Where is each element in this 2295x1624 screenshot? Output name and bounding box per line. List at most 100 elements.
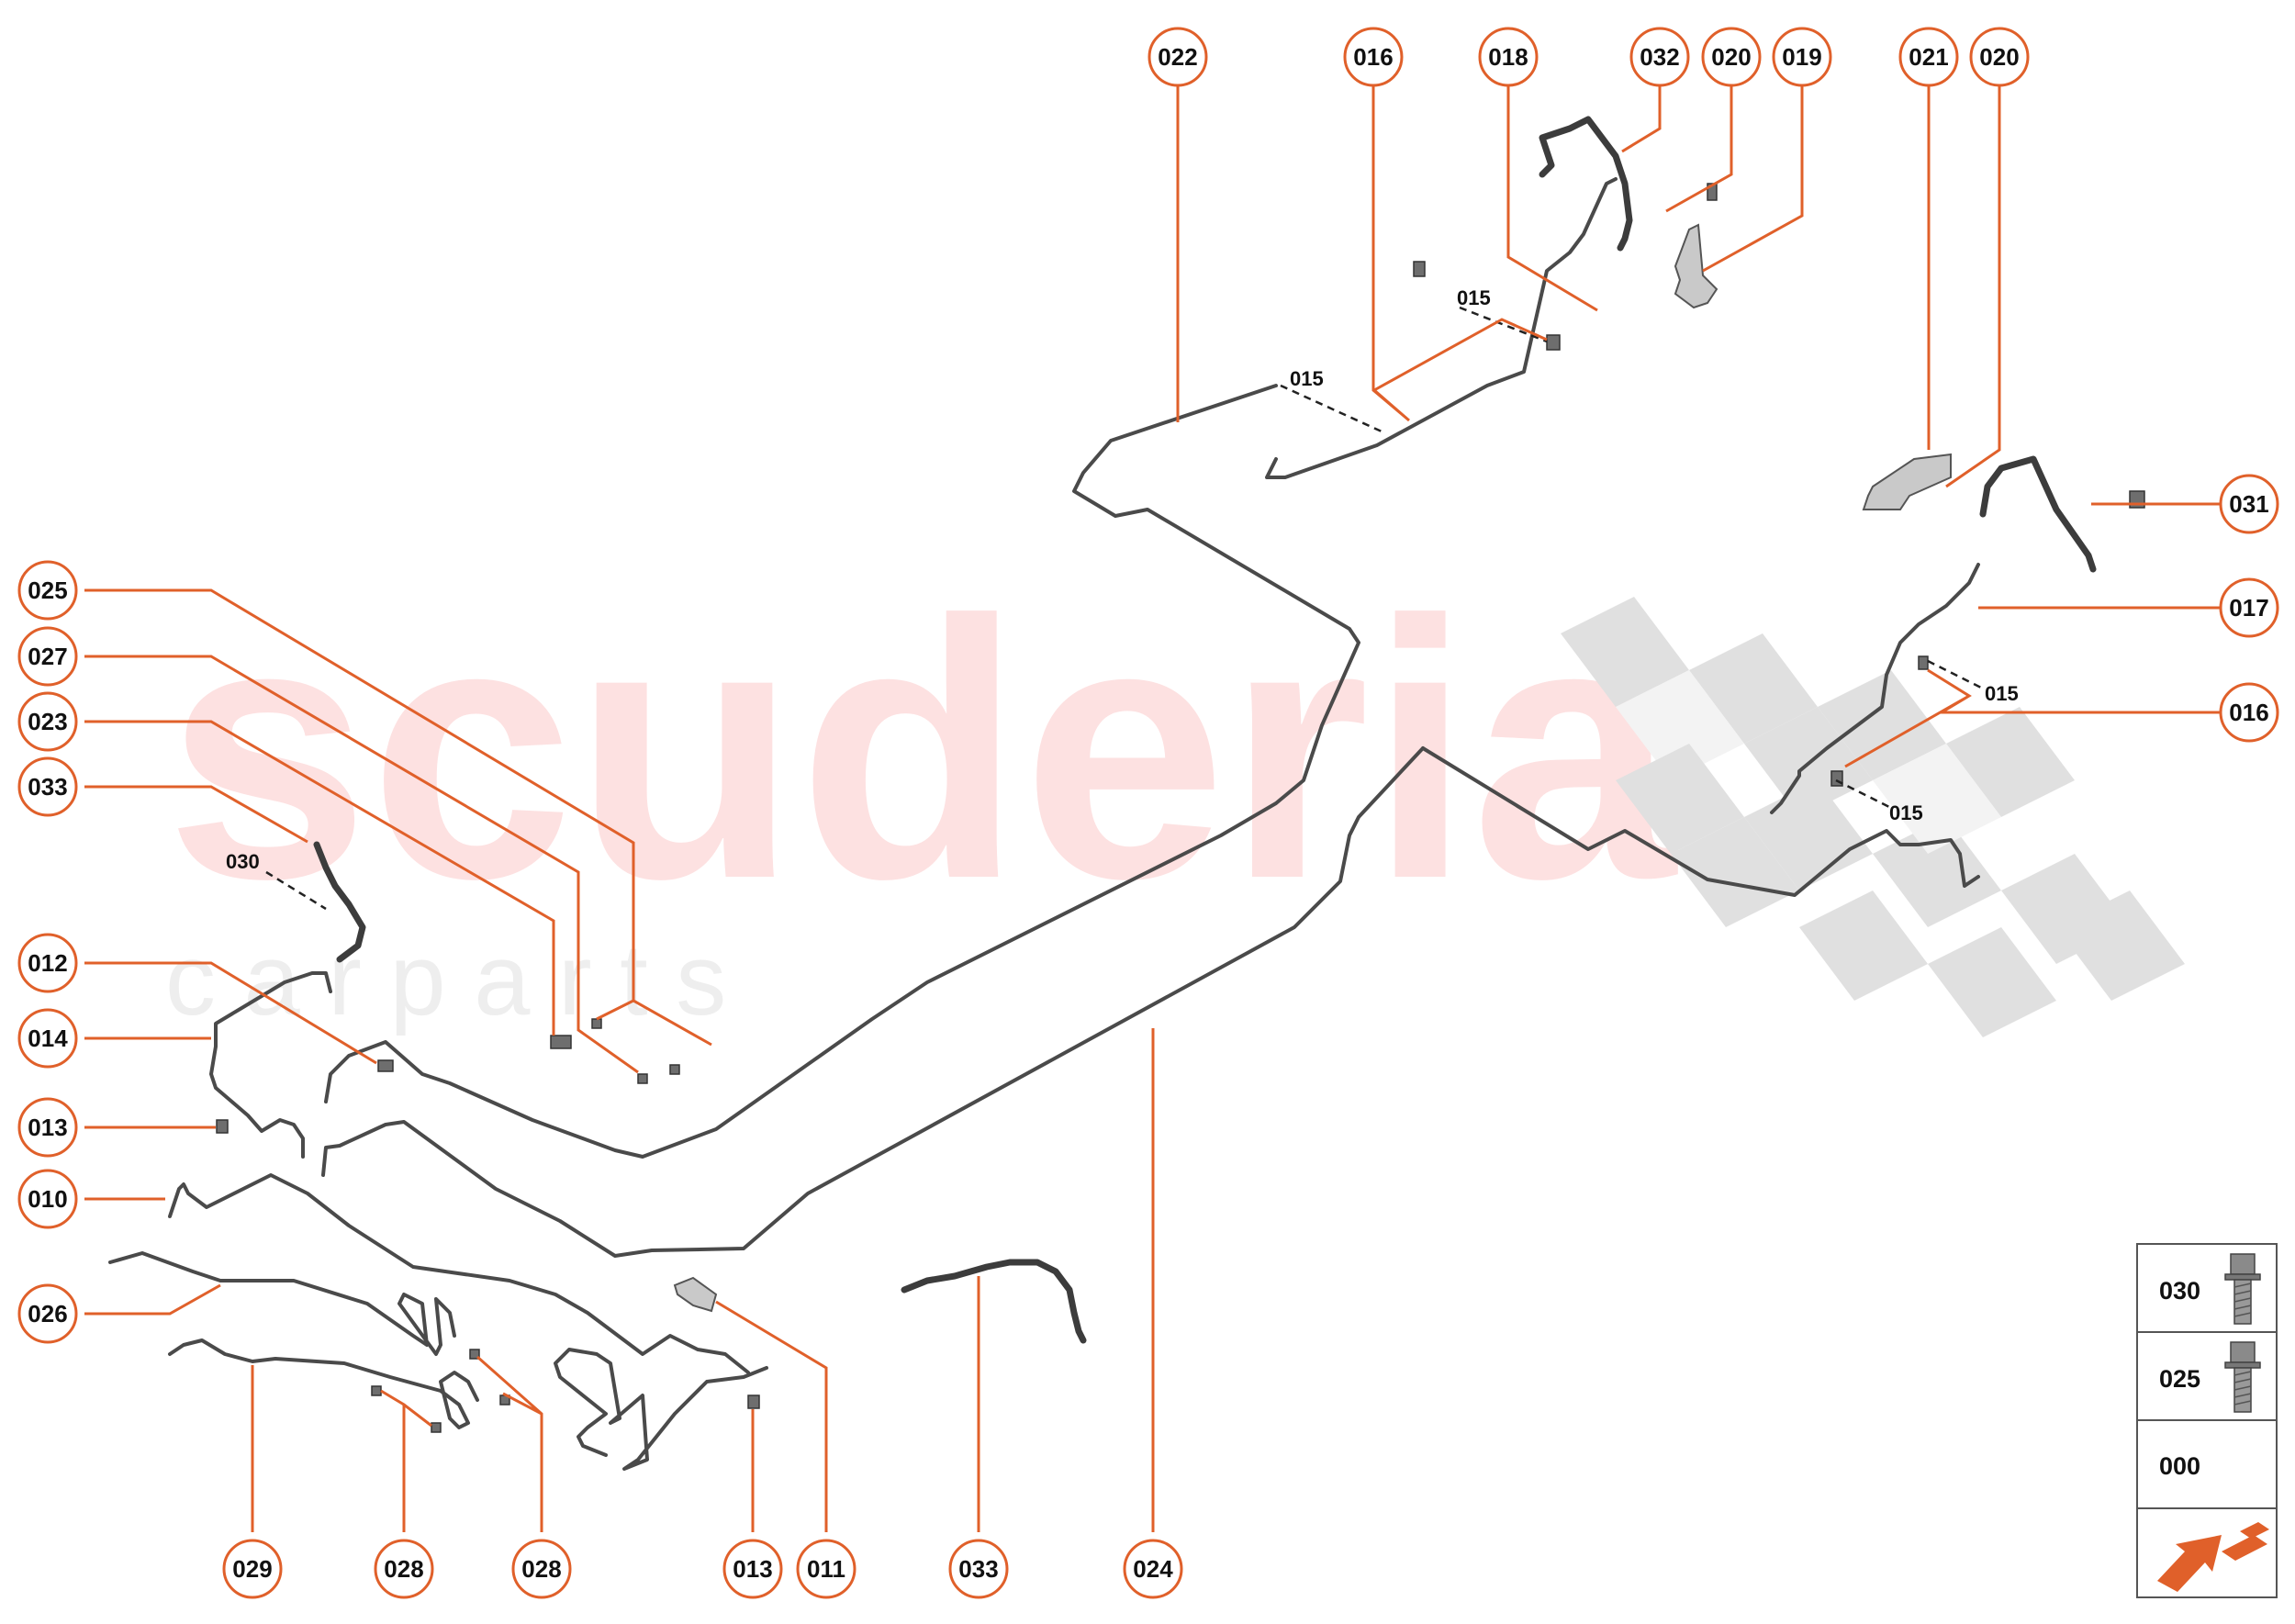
legend-label-030: 030 — [2159, 1277, 2200, 1305]
svg-text:010: 010 — [28, 1185, 67, 1213]
callout-016[interactable]: 016 — [1343, 27, 1404, 87]
callout-012[interactable]: 012 — [17, 933, 78, 993]
callout-025[interactable]: 025 — [17, 560, 78, 621]
callout-020[interactable]: 020 — [1969, 27, 2030, 87]
callout-033[interactable]: 033 — [17, 756, 78, 817]
label-015: 015 — [1457, 286, 1491, 309]
clip-015-right — [1918, 655, 1929, 670]
svg-text:020: 020 — [1711, 43, 1751, 71]
svg-text:017: 017 — [2229, 594, 2268, 622]
svg-text:019: 019 — [1782, 43, 1821, 71]
pipe-rear-right — [1421, 746, 1980, 897]
hose-032 — [1539, 116, 1633, 252]
callout-023[interactable]: 023 — [17, 691, 78, 752]
pipe-bottom-mid — [554, 1348, 768, 1471]
clip-028-d — [431, 1422, 442, 1433]
callout-031[interactable]: 031 — [2219, 474, 2279, 534]
callout-032[interactable]: 032 — [1629, 27, 1690, 87]
label-015: 015 — [1889, 801, 1923, 824]
fitting-023 — [550, 1035, 572, 1049]
svg-text:028: 028 — [521, 1555, 561, 1583]
legend-label-025: 025 — [2159, 1365, 2200, 1393]
legend-row-000: 000 — [2159, 1452, 2200, 1480]
brake-pipes — [108, 177, 1980, 1471]
clip-013-bottom — [747, 1394, 760, 1409]
inline-labels: 015 015 015 015 030 — [226, 286, 2019, 873]
pipe-029 — [168, 1338, 479, 1429]
hose-033-bottom — [901, 1259, 1087, 1344]
clip-028-a — [469, 1349, 480, 1360]
callout-011[interactable]: 011 — [796, 1539, 856, 1599]
callout-021[interactable]: 021 — [1898, 27, 1959, 87]
callout-013[interactable]: 013 — [722, 1539, 783, 1599]
clip-025 — [591, 1018, 602, 1029]
svg-text:026: 026 — [28, 1300, 67, 1327]
pipe-top-right — [1265, 177, 1618, 479]
callout-028[interactable]: 028 — [511, 1539, 572, 1599]
callout-014[interactable]: 014 — [17, 1008, 78, 1069]
watermark: scuderia c a r p a r t s — [165, 544, 2185, 1037]
dashed-references — [265, 306, 1984, 911]
fittings — [216, 183, 2145, 1433]
svg-text:020: 020 — [1979, 43, 2019, 71]
callout-013[interactable]: 013 — [17, 1097, 78, 1158]
svg-text:014: 014 — [28, 1025, 68, 1052]
direction-arrow-icon — [2157, 1522, 2269, 1592]
svg-text:016: 016 — [2229, 699, 2268, 726]
pipe-017 — [1770, 563, 1980, 814]
callout-016[interactable]: 016 — [2219, 682, 2279, 743]
callout-028[interactable]: 028 — [374, 1539, 434, 1599]
callouts: 022 016 018 032 020 019 021 020 031 017 … — [17, 27, 2279, 1599]
bracket-019 — [1674, 223, 1718, 309]
callout-010[interactable]: 010 — [17, 1169, 78, 1229]
bolt-icon — [2224, 1253, 2261, 1325]
clip-015-top — [1546, 334, 1561, 351]
callout-024[interactable]: 024 — [1123, 1539, 1183, 1599]
hose-031 — [1979, 455, 2097, 573]
clip-012 — [377, 1059, 394, 1072]
svg-text:023: 023 — [28, 708, 67, 735]
callout-017[interactable]: 017 — [2219, 577, 2279, 638]
legend-label-000: 000 — [2159, 1452, 2200, 1480]
svg-text:011: 011 — [807, 1555, 845, 1583]
legend-row-025: 025 — [2159, 1341, 2261, 1413]
watermark-sub: c a r p a r t s — [165, 924, 726, 1036]
svg-text:024: 024 — [1133, 1555, 1173, 1583]
svg-text:022: 022 — [1158, 43, 1197, 71]
brake-hoses — [313, 116, 2097, 1344]
label-015: 015 — [1985, 682, 2019, 705]
svg-text:032: 032 — [1640, 43, 1679, 71]
svg-text:013: 013 — [733, 1555, 772, 1583]
hose-033-left — [313, 841, 366, 963]
svg-text:027: 027 — [28, 643, 67, 670]
label-030: 030 — [226, 850, 260, 873]
callout-033[interactable]: 033 — [948, 1539, 1009, 1599]
callout-022[interactable]: 022 — [1148, 27, 1208, 87]
svg-text:029: 029 — [232, 1555, 272, 1583]
bolt-icon — [2224, 1341, 2261, 1413]
pipe-left-014 — [209, 971, 332, 1159]
callout-018[interactable]: 018 — [1478, 27, 1539, 87]
svg-text:031: 031 — [2229, 490, 2268, 518]
junction-block-011 — [673, 1276, 718, 1313]
callout-019[interactable]: 019 — [1772, 27, 1832, 87]
svg-text:033: 033 — [28, 773, 67, 801]
watermark-brand: scuderia — [165, 544, 1678, 955]
callout-026[interactable]: 026 — [17, 1283, 78, 1344]
callout-020[interactable]: 020 — [1701, 27, 1762, 87]
bracket-021 — [1862, 453, 1952, 510]
clip-027 — [637, 1073, 648, 1084]
legend-row-030: 030 — [2159, 1253, 2261, 1325]
pipe-010 — [168, 1173, 750, 1374]
svg-text:028: 028 — [384, 1555, 423, 1583]
legend: 030 025 000 — [2136, 1243, 2278, 1598]
clip-016-top — [1413, 261, 1426, 277]
svg-text:013: 013 — [28, 1114, 67, 1141]
svg-text:012: 012 — [28, 949, 67, 977]
callout-027[interactable]: 027 — [17, 626, 78, 687]
clip-020-a — [1707, 183, 1718, 201]
callout-029[interactable]: 029 — [222, 1539, 283, 1599]
svg-text:016: 016 — [1353, 43, 1393, 71]
clip-027-b — [669, 1064, 680, 1075]
